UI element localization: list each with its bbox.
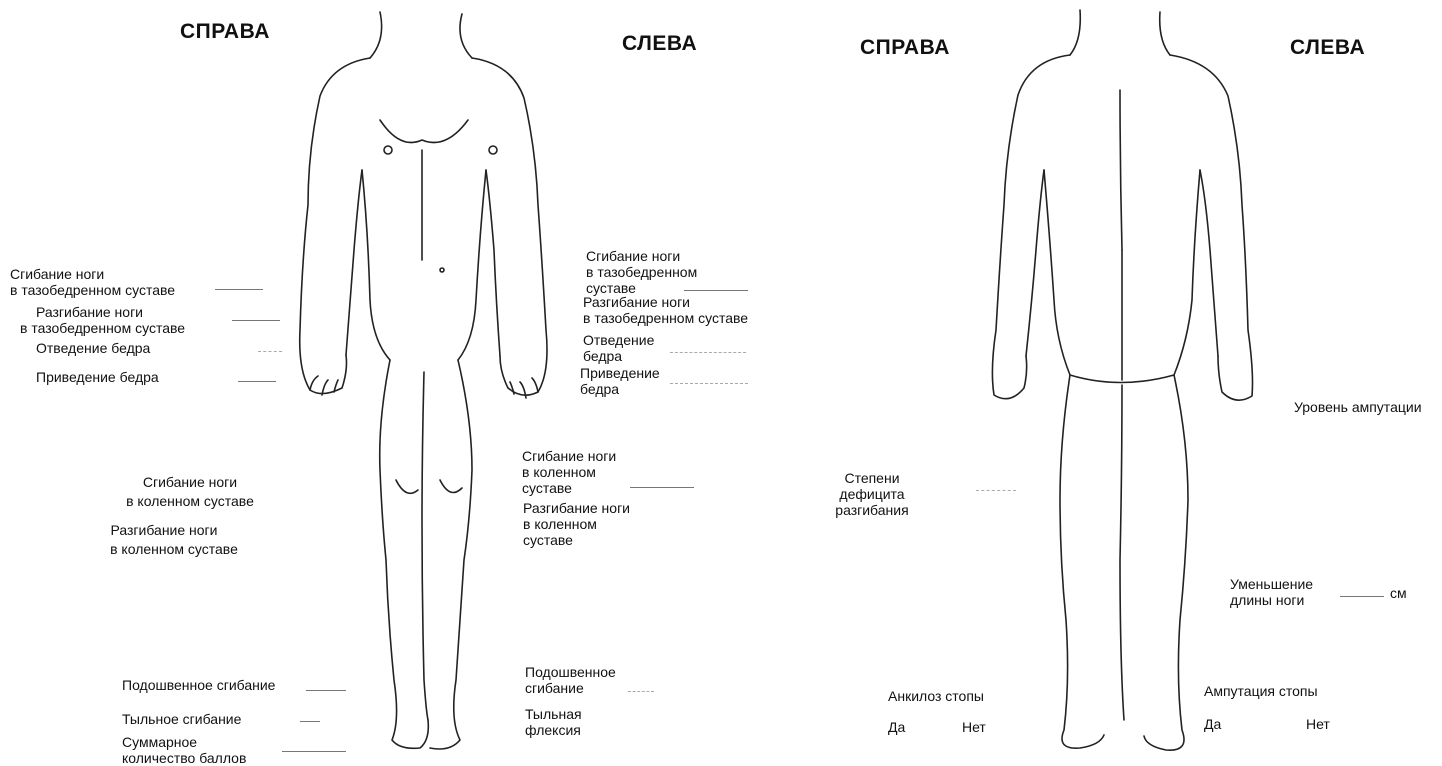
front-right-hip-abduction-label: Отведение бедра xyxy=(36,340,150,356)
front-right-plantar-flexion-label: Подошвенное сгибание xyxy=(122,677,275,693)
front-left-hip-adduction-field[interactable] xyxy=(670,383,748,384)
front-right-knee-extension-label: Разгибание ноги в коленном суставе xyxy=(100,522,248,557)
front-right-hip-adduction-label: Приведение бедра xyxy=(36,369,159,385)
front-left-knee-extension-label: Разгибание ноги в коленном суставе xyxy=(523,500,630,548)
back-foot-ankylosis-label: Анкилоз стопы xyxy=(888,688,984,704)
back-foot-amputation-label: Ампутация стопы xyxy=(1204,683,1318,699)
front-right-hip-extension-field[interactable] xyxy=(232,320,280,321)
back-side-left-heading: СЛЕВА xyxy=(1290,36,1365,60)
back-unit-cm: см xyxy=(1390,585,1407,601)
front-left-plantar-flexion-field[interactable] xyxy=(628,691,654,692)
back-leg-shortening-label: Уменьшение длины ноги xyxy=(1230,576,1313,608)
front-left-hip-flexion-label: Сгибание ноги в тазобедренном суставе xyxy=(586,248,697,296)
front-left-hip-adduction-label: Приведение бедра xyxy=(580,365,660,397)
front-left-hip-flexion-field[interactable] xyxy=(684,290,748,291)
front-right-hip-flexion-field[interactable] xyxy=(215,289,263,290)
front-left-knee-flexion-label: Сгибание ноги в коленном суставе xyxy=(522,448,616,496)
front-left-plantar-flexion-label: Подошвенное сгибание xyxy=(525,664,616,696)
front-right-hip-adduction-field[interactable] xyxy=(238,381,276,382)
front-right-knee-flexion-label: Сгибание ноги в коленном суставе xyxy=(108,474,272,509)
front-right-dorsal-flexion-label: Тыльное сгибание xyxy=(122,711,241,727)
back-body-figure xyxy=(960,0,1290,763)
front-left-knee-flexion-field[interactable] xyxy=(630,487,694,488)
front-right-hip-extension-label: Разгибание ноги в тазобедренном суставе xyxy=(20,304,185,336)
front-left-hip-extension-label: Разгибание ноги в тазобедренном суставе xyxy=(583,294,748,326)
back-ankylosis-no[interactable]: Нет xyxy=(962,719,986,735)
front-right-plantar-flexion-field[interactable] xyxy=(306,690,346,691)
front-left-hip-abduction-label: Отведение бедра xyxy=(583,332,654,364)
back-amputation-level-label: Уровень ампутации xyxy=(1294,399,1422,415)
back-amputation-yes[interactable]: Да xyxy=(1204,716,1221,732)
back-side-right-heading: СПРАВА xyxy=(860,36,950,60)
back-extension-deficit-label: Степени дефицита разгибания xyxy=(832,470,912,518)
back-amputation-no[interactable]: Нет xyxy=(1306,716,1330,732)
front-side-right-heading: СПРАВА xyxy=(180,20,270,44)
front-total-score-label: Суммарное количество баллов xyxy=(122,734,246,766)
back-leg-shortening-field[interactable] xyxy=(1340,596,1384,597)
back-extension-deficit-field[interactable] xyxy=(976,490,1016,491)
front-right-hip-flexion-label: Сгибание ноги в тазобедренном суставе xyxy=(10,266,175,298)
front-left-dorsal-flexion-label: Тыльная флексия xyxy=(525,706,582,738)
back-ankylosis-yes[interactable]: Да xyxy=(888,719,905,735)
front-right-hip-abduction-field[interactable] xyxy=(258,351,282,352)
front-total-score-field[interactable] xyxy=(282,751,346,752)
front-right-dorsal-flexion-field[interactable] xyxy=(300,721,320,722)
front-left-hip-abduction-field[interactable] xyxy=(670,352,746,353)
front-side-left-heading: СЛЕВА xyxy=(622,32,697,56)
